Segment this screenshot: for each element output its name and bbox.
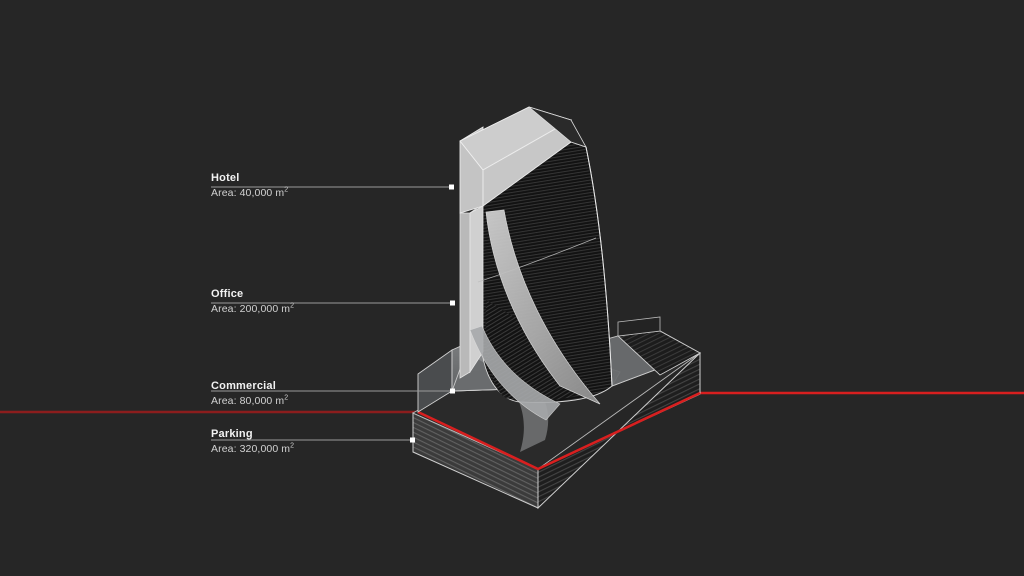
annotation-hotel-area: Area: 40,000 m2 — [211, 187, 288, 200]
annotation-parking-area-unit-sup: 2 — [290, 442, 295, 450]
ground-line-on-podium — [417, 391, 701, 471]
annotation-commercial-area: Area: 80,000 m2 — [211, 395, 288, 408]
leader-dot-parking — [410, 437, 415, 443]
commercial-wing-riser — [617, 316, 661, 337]
commercial-ramp-sweep — [462, 344, 549, 452]
annotation-hotel-area-unit-sup: 2 — [284, 186, 289, 194]
tower-ribbon-secondary — [469, 325, 561, 421]
annotation-office-area-text: Area: 200,000 m — [211, 303, 291, 315]
annotation-office-area: Area: 200,000 m2 — [211, 303, 294, 316]
annotation-office-area-unit-sup: 2 — [290, 302, 295, 310]
annotation-parking-title: Parking — [211, 428, 253, 440]
tower-volume — [459, 106, 613, 421]
annotation-commercial-title: Commercial — [211, 380, 276, 392]
annotation-office[interactable]: Office Area: 200,000 m2 — [211, 288, 294, 316]
tower-silhouette-outline — [585, 146, 613, 387]
leader-dot-hotel — [449, 184, 454, 190]
leader-lines — [211, 186, 453, 441]
annotation-commercial-area-text: Area: 80,000 m — [211, 395, 285, 407]
annotation-commercial[interactable]: Commercial Area: 80,000 m2 — [211, 380, 288, 408]
annotation-hotel-title: Hotel — [211, 172, 240, 184]
leader-endpoints — [410, 184, 455, 443]
annotation-parking[interactable]: Parking Area: 320,000 m2 — [211, 428, 294, 456]
hotel-office-division-line — [477, 237, 597, 283]
annotation-commercial-area-unit-sup: 2 — [284, 394, 289, 402]
annotation-parking-area: Area: 320,000 m2 — [211, 443, 294, 456]
leader-dot-commercial — [450, 388, 455, 394]
tower-left-facade — [459, 212, 471, 379]
leader-dot-office — [450, 300, 455, 306]
annotation-office-title: Office — [211, 288, 244, 300]
annotation-hotel-area-text: Area: 40,000 m — [211, 187, 285, 199]
tower-curved-ribbon — [485, 209, 601, 405]
annotation-parking-area-text: Area: 320,000 m — [211, 443, 291, 455]
parking-volume — [412, 351, 701, 510]
annotation-hotel[interactable]: Hotel Area: 40,000 m2 — [211, 172, 288, 200]
ground-line-group — [0, 391, 1024, 414]
